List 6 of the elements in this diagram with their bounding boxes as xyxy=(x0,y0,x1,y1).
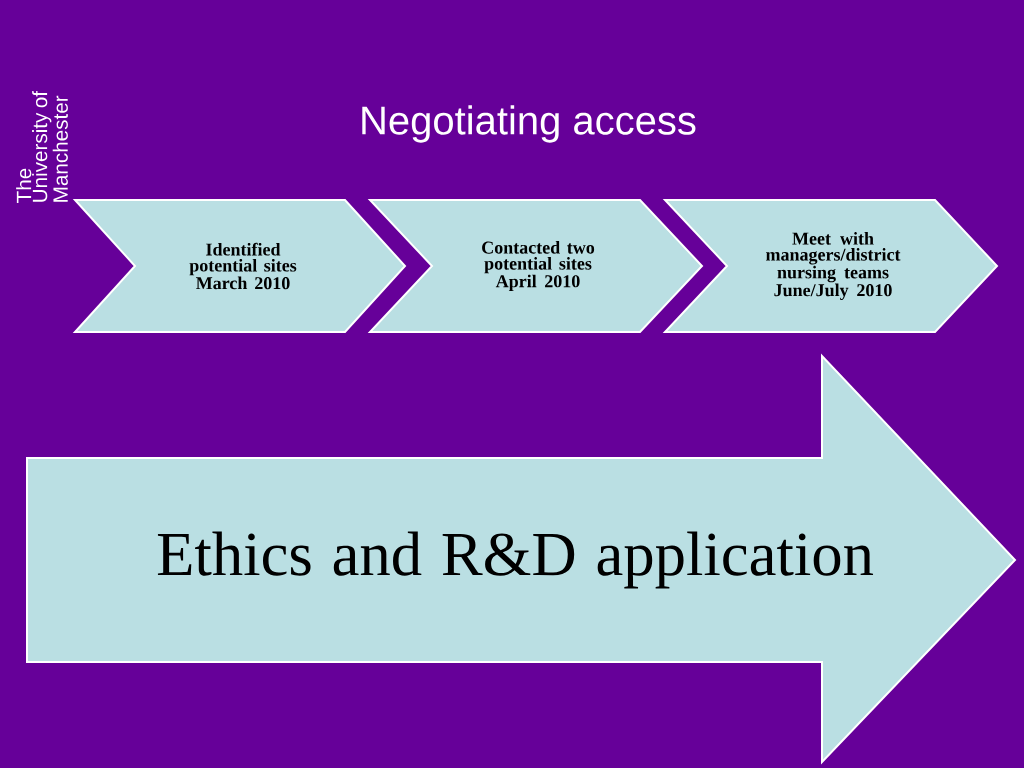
chevron-box: Contacted two potential sites April 2010 xyxy=(367,199,704,333)
chevron-box: Meet with managers/district nursing teams June/July 2010 xyxy=(662,199,999,333)
vertical-text: The University of Manchester xyxy=(16,90,68,203)
title: Negotiating access xyxy=(362,105,696,143)
chevron-box: Identified potential sites March 2010 xyxy=(72,199,407,333)
node-label: Meet with managers/district nursing teams June/July 2010 xyxy=(766,232,901,300)
